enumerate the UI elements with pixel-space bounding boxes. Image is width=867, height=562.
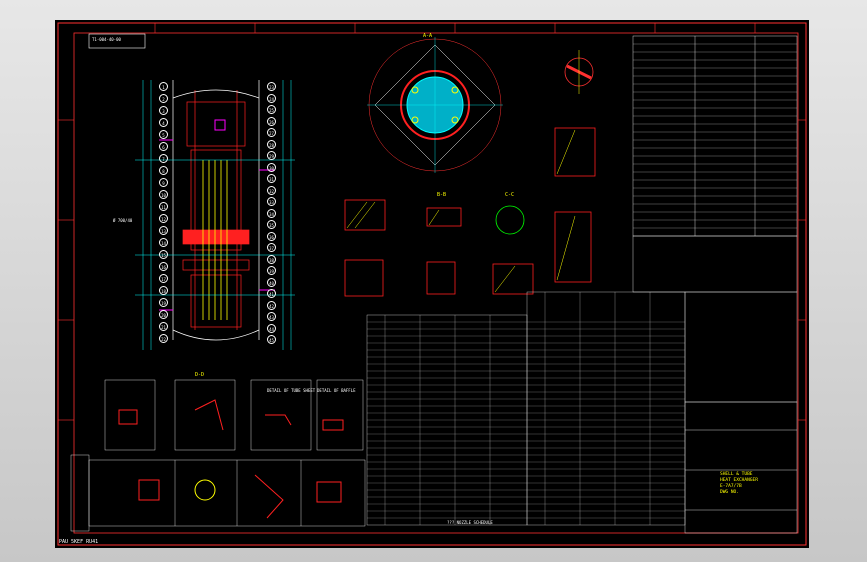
top-left-tag: T1-004-40-00 xyxy=(92,37,121,42)
item-balloon: 22 xyxy=(159,334,168,343)
notes-block xyxy=(632,235,798,293)
section-label-b: B-B xyxy=(437,192,447,198)
item-balloon: 44 xyxy=(267,323,276,333)
design-data-table xyxy=(632,35,798,237)
bottom-detail-marks xyxy=(118,399,344,519)
drawing-canvas xyxy=(57,22,807,546)
item-balloon: 34 xyxy=(267,208,276,218)
item-balloon: 4 xyxy=(159,118,168,127)
item-balloon: 20 xyxy=(159,310,168,319)
corner-stamp: PAU 5KEF RU41 xyxy=(59,539,99,545)
nozzles-left xyxy=(159,119,275,311)
item-balloon: 8 xyxy=(159,166,168,175)
section-label-c: C-C xyxy=(505,192,515,198)
item-balloon: 13 xyxy=(159,226,168,235)
item-balloon: 9 xyxy=(159,178,168,187)
title-line-1: SHELL & TUBE xyxy=(720,472,753,477)
title-block-text: SHELL & TUBE HEAT EXCHANGER E-7A7/7B DWG… xyxy=(720,472,758,496)
item-balloon: 21 xyxy=(159,322,168,331)
outer-frame xyxy=(57,22,807,546)
plan-view xyxy=(367,37,503,173)
top-left-tag-box xyxy=(88,33,146,49)
item-balloon: 31 xyxy=(267,174,276,183)
item-balloon: 26 xyxy=(267,116,276,126)
item-balloon: 25 xyxy=(267,105,276,114)
tube-bundle xyxy=(202,160,228,320)
drawing-sheet: PAU 5KEF RU41 T1-004-40-00 Ø 700/40 A-A … xyxy=(55,20,809,548)
item-balloon: 38 xyxy=(267,254,276,264)
title-line-3: E-7A7/7B xyxy=(720,484,742,489)
item-balloon: 36 xyxy=(267,231,276,241)
item-balloon: 27 xyxy=(267,128,276,137)
item-balloon: 17 xyxy=(159,274,168,283)
title-line-4: DWG NO. xyxy=(720,490,739,495)
item-balloon: 33 xyxy=(267,197,276,206)
item-balloon: 30 xyxy=(267,162,276,172)
detail-hatches xyxy=(346,129,576,293)
item-balloon: 45 xyxy=(267,335,276,344)
item-balloon: 32 xyxy=(267,185,276,195)
title-block xyxy=(684,401,798,534)
title-line-2: HEAT EXCHANGER xyxy=(720,478,758,483)
item-balloon: 14 xyxy=(159,238,168,247)
item-balloon: 12 xyxy=(159,214,168,223)
item-balloon: 6 xyxy=(159,142,168,151)
detail-label-tube-sheet: DETAIL OF TUBE SHEET xyxy=(267,388,316,393)
design-data-rows xyxy=(633,43,797,229)
item-balloon: 24 xyxy=(267,93,276,103)
item-balloon: 5 xyxy=(159,130,168,139)
table-rows xyxy=(367,321,685,519)
item-balloon: 39 xyxy=(267,266,276,275)
section-label-d: D-D xyxy=(195,372,205,378)
item-balloon: 41 xyxy=(267,289,276,298)
table-cols xyxy=(384,292,651,525)
item-balloon: 37 xyxy=(267,243,276,252)
item-balloon: 40 xyxy=(267,277,276,287)
item-balloon: 3 xyxy=(159,106,168,115)
item-balloon: 35 xyxy=(267,220,276,229)
nozzle-schedule-caption: ??? NOZZLE SCHEDULE xyxy=(447,520,493,525)
item-balloon: 19 xyxy=(159,298,168,307)
item-balloon: 29 xyxy=(267,151,276,160)
section-label-a: A-A xyxy=(423,33,433,39)
item-balloon: 18 xyxy=(159,286,168,295)
item-balloon: 1 xyxy=(159,82,168,91)
item-balloon: 7 xyxy=(159,154,168,163)
item-balloon: 10 xyxy=(159,190,168,199)
section-details xyxy=(344,127,596,297)
bottom-details xyxy=(70,379,366,532)
item-balloon: 23 xyxy=(267,82,276,91)
vessel-elevation xyxy=(172,80,260,341)
north-arrow-icon xyxy=(564,50,594,94)
item-balloon: 28 xyxy=(267,139,276,149)
inner-border xyxy=(73,32,799,534)
item-balloon: 42 xyxy=(267,300,276,310)
item-balloon: 16 xyxy=(159,262,168,271)
dimension-label: Ø 700/40 xyxy=(113,218,133,223)
item-balloon: 43 xyxy=(267,312,276,321)
item-balloon: 15 xyxy=(159,250,168,259)
item-balloon: 2 xyxy=(159,94,168,103)
detail-label-baffle: DETAIL OF BAFFLE xyxy=(317,388,356,393)
item-balloon: 11 xyxy=(159,202,168,211)
